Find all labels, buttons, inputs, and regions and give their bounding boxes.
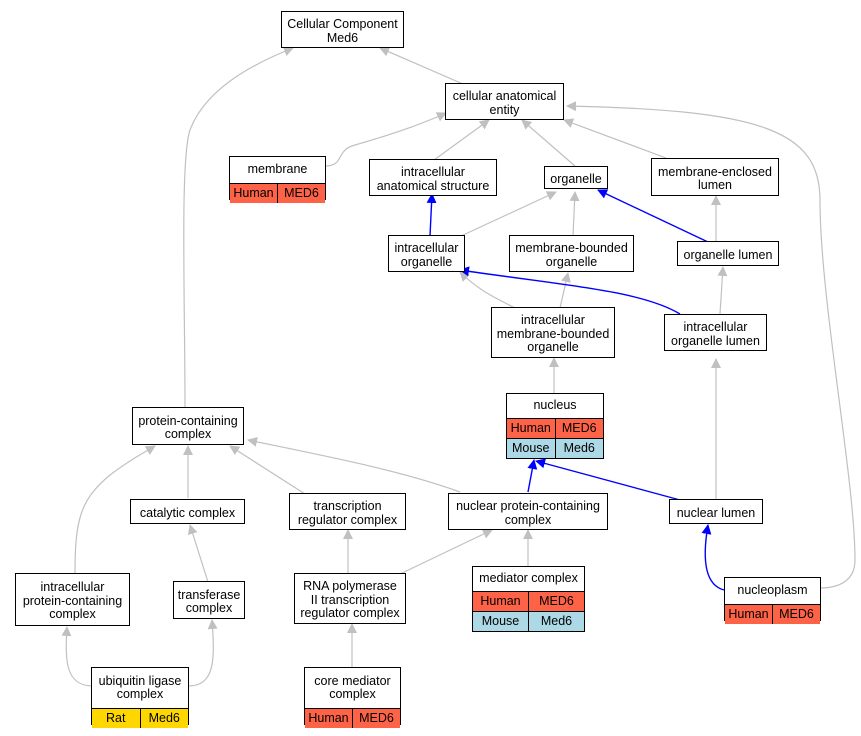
- node-label: organelle lumen: [683, 247, 773, 262]
- node-label: mediator complex: [479, 571, 578, 586]
- species-cell: Human: [230, 184, 277, 203]
- edge-iol-partof-io: [459, 266, 681, 315]
- node-intracellular-organelle[interactable]: intracellular organelle: [388, 235, 465, 272]
- node-transferase-complex[interactable]: transferase complex: [173, 581, 245, 619]
- node-membrane[interactable]: membrane Human MED6: [229, 156, 326, 203]
- node-mediator-complex[interactable]: mediator complex Human MED6 Mouse Med6: [472, 566, 585, 632]
- annotation-row: Rat Med6: [92, 708, 188, 728]
- edge-npcc-partof-nucleus: [527, 459, 538, 493]
- node-label: RNA polymerase II transcription regulato…: [300, 579, 400, 621]
- annotation-row: Human MED6: [725, 604, 820, 624]
- node-label: intracellular anatomical structure: [376, 165, 490, 193]
- edge-pcc-to-cc: [183, 46, 294, 409]
- edge-imbo-to-io: [459, 271, 516, 309]
- edge-io-partof-ias: [426, 193, 437, 237]
- node-protein-containing-complex[interactable]: protein-containing complex: [132, 407, 244, 445]
- node-transcription-regulator-complex[interactable]: transcription regulator complex: [289, 493, 406, 530]
- node-label: nucleoplasm: [737, 583, 808, 598]
- node-label: transcription regulator complex: [297, 499, 398, 527]
- node-label: intracellular protein-containing complex: [22, 580, 123, 622]
- species-cell: Human: [725, 605, 772, 624]
- node-label: intracellular membrane-bounded organelle: [496, 313, 610, 355]
- node-label: catalytic complex: [139, 505, 236, 520]
- annotation-row: Human MED6: [507, 418, 603, 438]
- edge-iol-to-ol: [717, 266, 728, 315]
- species-cell: Mouse: [507, 439, 555, 458]
- gene-cell: MED6: [772, 605, 820, 624]
- node-ubiquitin-ligase-complex[interactable]: ubiquitin ligase complex Rat Med6: [91, 667, 189, 728]
- edge-ulc-to-ipcc: [61, 626, 94, 687]
- node-nucleus[interactable]: nucleus Human MED6 Mouse Med6: [506, 393, 604, 459]
- node-intracellular-protein-containing-complex[interactable]: intracellular protein-containing complex: [15, 573, 130, 626]
- node-core-mediator-complex[interactable]: core mediator complex Human MED6: [304, 667, 401, 728]
- edge-npcc-to-pcc: [247, 436, 461, 493]
- node-cellular-anatomical-entity[interactable]: cellular anatomical entity: [445, 83, 564, 120]
- annotation-row: Mouse Med6: [507, 438, 603, 458]
- node-label: membrane-bounded organelle: [515, 241, 628, 269]
- edge-ol-partof-organelle: [597, 189, 709, 243]
- gene-cell: MED6: [352, 709, 400, 728]
- node-intracellular-organelle-lumen[interactable]: intracellular organelle lumen: [664, 314, 767, 351]
- annotation-row: Human MED6: [473, 591, 584, 611]
- node-organelle[interactable]: organelle: [544, 166, 608, 189]
- annotation-row: Human MED6: [305, 708, 400, 728]
- node-label: organelle: [550, 171, 602, 186]
- edge-io-to-organelle: [460, 191, 557, 237]
- edge-imbo-to-mbo: [559, 272, 571, 309]
- gene-cell: Med6: [554, 439, 603, 458]
- node-nucleoplasm[interactable]: nucleoplasm Human MED6: [724, 577, 821, 624]
- edge-trc-to-pcc: [229, 445, 306, 495]
- node-label: ubiquitin ligase complex: [98, 673, 182, 701]
- edge-entity-to-cc: [379, 46, 464, 85]
- node-label: nuclear protein-containing complex: [456, 499, 600, 527]
- annotation-row: Human MED6: [230, 183, 325, 203]
- species-cell: Human: [473, 592, 528, 611]
- node-label: intracellular organelle lumen: [671, 320, 760, 348]
- node-membrane-enclosed-lumen[interactable]: membrane-enclosed lumen: [651, 158, 779, 196]
- gene-cell: MED6: [528, 592, 584, 611]
- edge-nucleoplasm-to-entity: [566, 101, 856, 589]
- edge-ias-to-entity: [433, 119, 490, 161]
- node-cellular-component[interactable]: Cellular Component Med6: [281, 11, 404, 48]
- edge-mel-to-entity: [563, 118, 667, 159]
- edge-rnap-to-npcc: [399, 529, 493, 575]
- node-intracellular-membrane-bounded-organelle[interactable]: intracellular membrane-bounded organelle: [491, 307, 615, 358]
- species-cell: Mouse: [473, 612, 528, 631]
- node-rna-polymerase-ii-transcription-regulator-complex[interactable]: RNA polymerase II transcription regulato…: [294, 573, 406, 624]
- node-nuclear-lumen[interactable]: nuclear lumen: [669, 499, 763, 524]
- species-cell: Rat: [92, 709, 140, 728]
- edge-ipcc-to-pcc: [74, 445, 156, 575]
- node-label: core mediator complex: [314, 673, 391, 701]
- edge-mbo-to-organelle: [569, 191, 580, 237]
- edge-nucleoplasm-partof-nl: [701, 524, 725, 591]
- node-organelle-lumen[interactable]: organelle lumen: [677, 241, 779, 266]
- species-cell: Human: [305, 709, 352, 728]
- node-intracellular-anatomical-structure[interactable]: intracellular anatomical structure: [369, 159, 497, 196]
- gene-cell: MED6: [554, 419, 603, 438]
- node-nuclear-protein-containing-complex[interactable]: nuclear protein-containing complex: [448, 493, 608, 530]
- edge-ulc-to-tf: [187, 619, 218, 687]
- node-label: protein-containing complex: [138, 413, 238, 441]
- edge-organelle-to-entity: [521, 119, 576, 167]
- annotation-row: Mouse Med6: [473, 611, 584, 631]
- node-label: membrane: [247, 162, 308, 177]
- node-label: Cellular Component Med6: [287, 17, 398, 45]
- node-label: intracellular organelle: [394, 241, 459, 269]
- node-label: nucleus: [533, 398, 577, 413]
- node-catalytic-complex[interactable]: catalytic complex: [130, 499, 245, 524]
- species-cell: Human: [507, 419, 555, 438]
- node-membrane-bounded-organelle[interactable]: membrane-bounded organelle: [509, 235, 634, 272]
- node-label: membrane-enclosed lumen: [658, 164, 772, 192]
- gene-cell: Med6: [139, 709, 188, 728]
- gene-cell: MED6: [277, 184, 325, 203]
- node-label: nuclear lumen: [676, 505, 756, 520]
- edge-tf-to-cat: [187, 524, 209, 583]
- gene-cell: Med6: [528, 612, 584, 631]
- node-label: cellular anatomical entity: [452, 89, 557, 117]
- node-label: transferase complex: [177, 587, 241, 615]
- edge-membrane-to-entity: [324, 112, 447, 167]
- edge-nl-partof-nucleus: [535, 458, 681, 501]
